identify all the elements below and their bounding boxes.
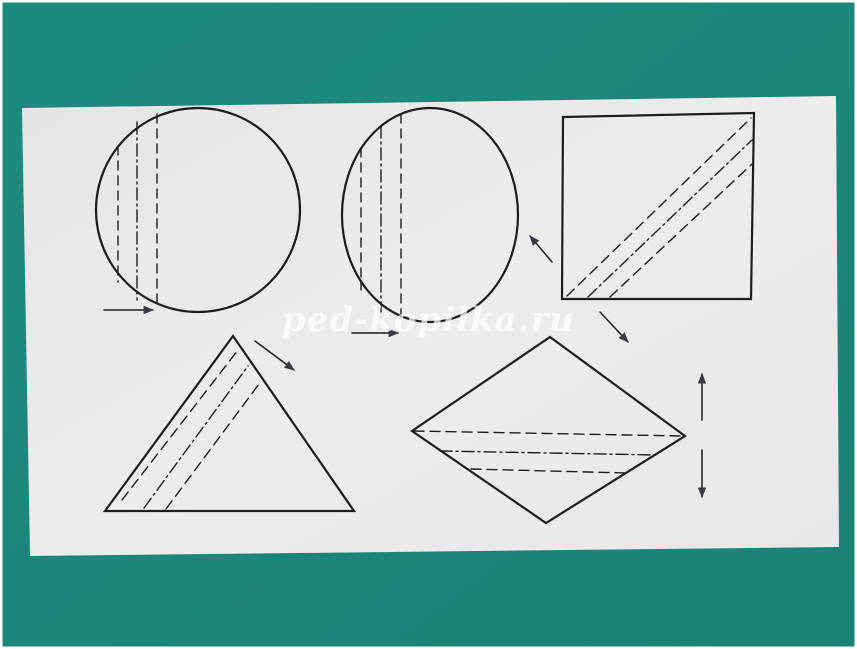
paper-sheet: [22, 96, 839, 556]
